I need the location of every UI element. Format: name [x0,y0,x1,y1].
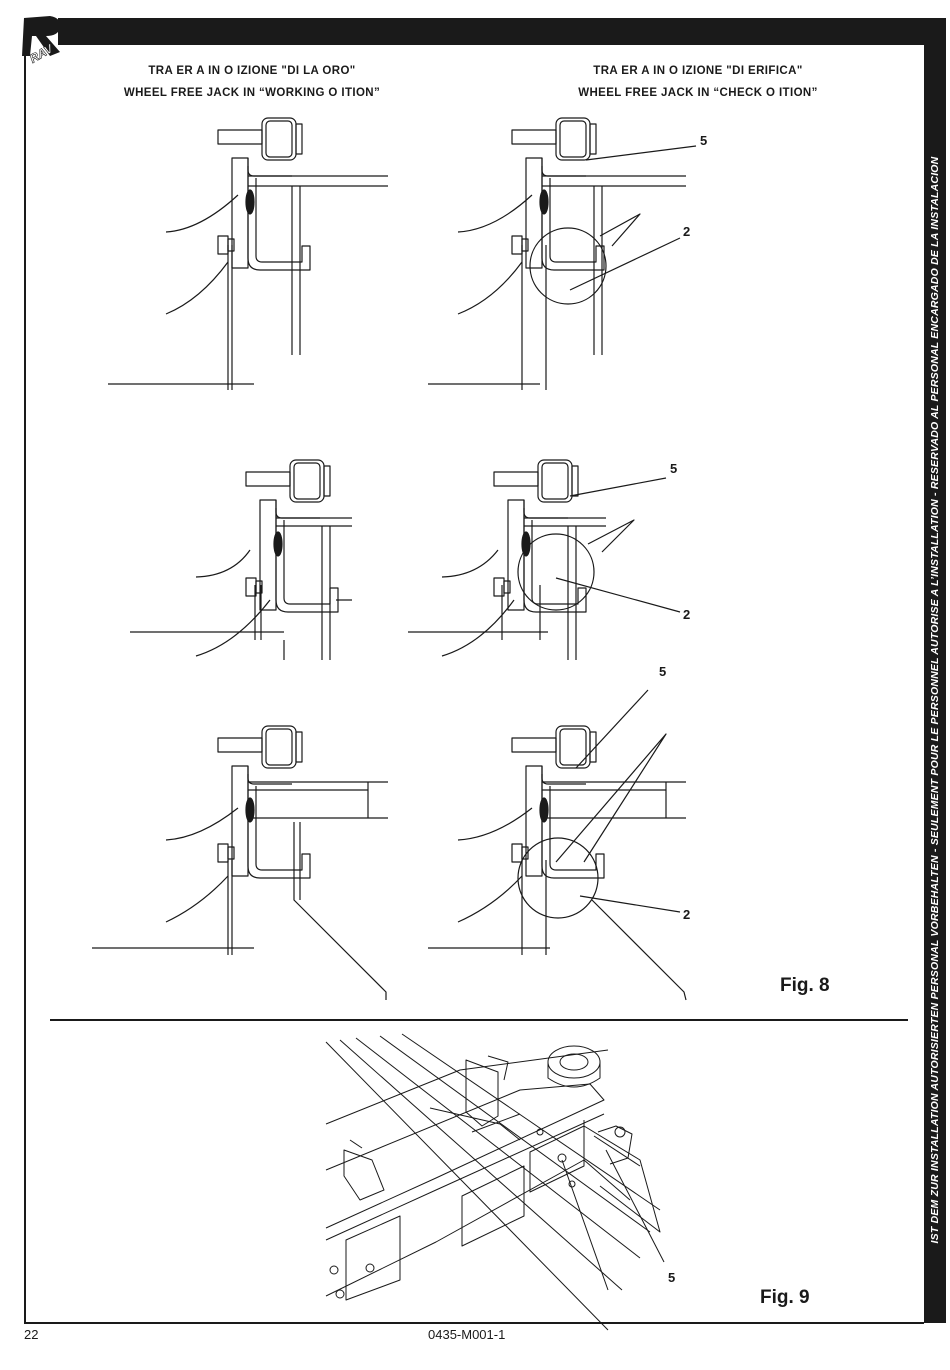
callout-5-row3: 5 [659,664,667,679]
side-strip [924,18,946,1323]
caption-working-en: WHEEL FREE JACK IN “WORKING O ITION” [123,87,381,99]
page-number: 22 [24,1327,39,1342]
ravaglioli-logo-icon: RAV [20,12,68,64]
drawing-row2-check [408,459,681,660]
drawing-row2-working [130,459,352,660]
callout-2-row3: 2 [683,907,691,922]
header-bar [58,18,924,45]
callout-5-fig9: 5 [668,1270,676,1285]
drawing-row1-check [428,117,697,390]
drawing-fig9-isometric [325,1033,665,1331]
callout-5-row2: 5 [670,461,678,476]
callout-5-row1: 5 [700,133,708,148]
caption-check-it: TRA ER A IN O IZIONE "DI ERIFICA" [593,65,803,77]
drawing-row1-working [108,117,388,390]
frame-bottom-rule [24,1322,924,1324]
callout-2-row2: 2 [683,607,691,622]
figure-label-9: Fig. 9 [760,1287,810,1308]
callout-2-row1: 2 [683,224,691,239]
drawing-row3-check [428,689,687,1001]
document-code: 0435-M001-1 [428,1327,506,1342]
caption-check-en: WHEEL FREE JACK IN “CHECK O ITION” [578,87,818,99]
figure-label-8: Fig. 8 [780,975,830,996]
caption-working-it: TRA ER A IN O IZIONE "DI LA ORO" [148,65,356,77]
figure-separator [50,1019,908,1021]
frame-left-rule [24,45,26,1323]
drawing-row3-working [92,725,388,1000]
